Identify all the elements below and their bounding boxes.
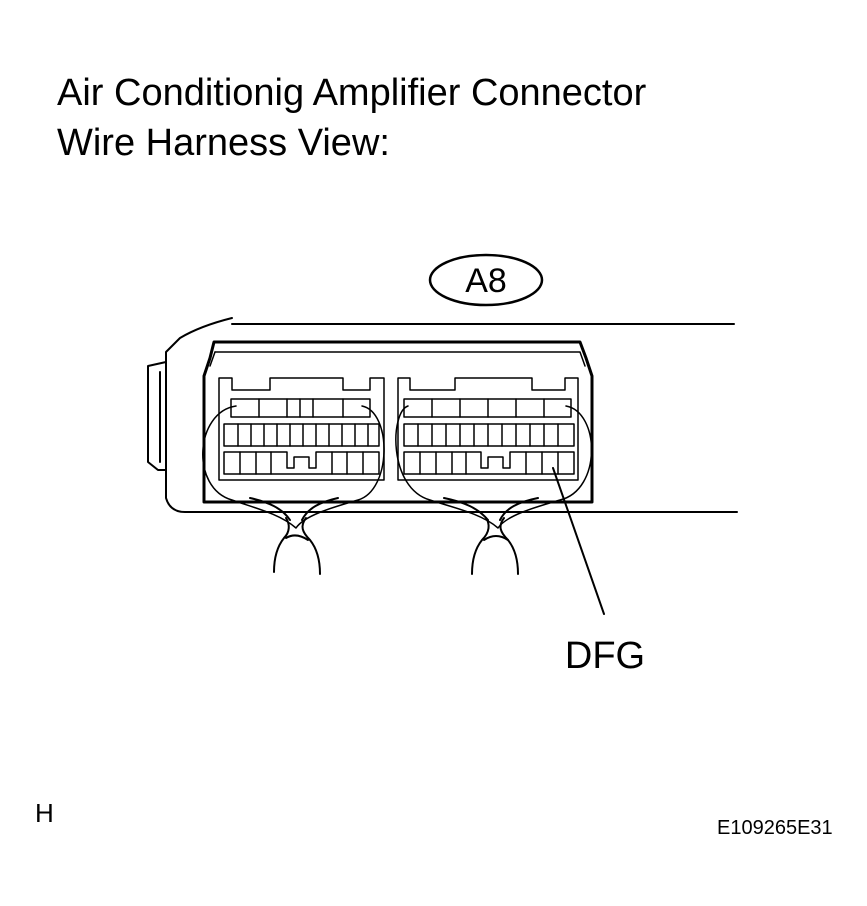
connector-id-label: A8 [465, 262, 507, 300]
title-line-2: Wire Harness View: [57, 122, 390, 164]
wire-bundle-left [249, 497, 339, 575]
connector-left-half [202, 377, 385, 529]
wire-bundle-right [443, 497, 539, 575]
corner-letter: H [35, 798, 54, 828]
terminal-pointer-line [552, 467, 605, 615]
figure-code: E109265E31 [717, 817, 833, 839]
title-line-1: Air Conditionig Amplifier Connector [57, 72, 647, 114]
figure-title: Air Conditionig Amplifier Connector Wire… [57, 68, 646, 168]
connector-right-half [395, 377, 593, 529]
connector-id-badge: A8 [428, 253, 544, 307]
terminal-label: DFG [565, 635, 645, 677]
connector-shell [202, 340, 594, 504]
amplifier-body [147, 317, 738, 513]
